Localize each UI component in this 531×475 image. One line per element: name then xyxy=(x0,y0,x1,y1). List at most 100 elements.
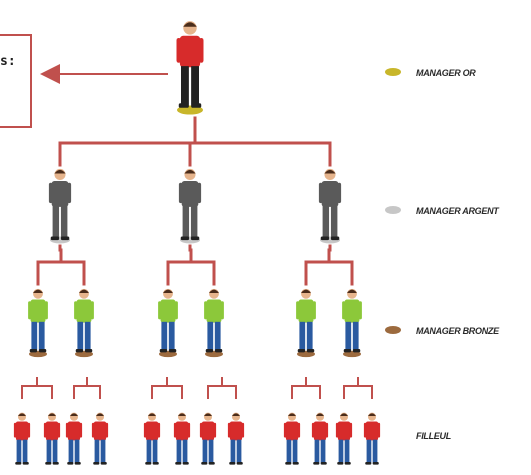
person-leg xyxy=(181,66,189,105)
person-torso xyxy=(175,421,189,441)
person-leg xyxy=(16,439,22,463)
person-torso xyxy=(344,299,360,323)
person-arm xyxy=(67,182,72,204)
person-shoe xyxy=(190,236,200,241)
person-leg xyxy=(330,205,338,238)
person-torso xyxy=(145,421,159,441)
person-torso xyxy=(67,421,81,441)
person-leg xyxy=(31,321,38,350)
callout-box xyxy=(0,34,32,128)
legend-swatch-silver xyxy=(385,206,401,214)
person-leg xyxy=(207,321,214,350)
person-hair xyxy=(47,413,57,417)
person-hair xyxy=(324,169,336,174)
person-shoe xyxy=(343,349,352,353)
person-torso xyxy=(45,421,59,441)
person-arm xyxy=(174,301,178,320)
person-shoe xyxy=(352,349,361,353)
filleul-figure xyxy=(283,412,301,465)
person-leg xyxy=(202,439,208,463)
person-leg xyxy=(191,66,199,105)
person-arm xyxy=(204,301,208,320)
legend-label-bronze: MANAGER BRONZE xyxy=(416,326,499,336)
person-shoe xyxy=(182,461,189,465)
person-torso xyxy=(76,299,92,323)
person-shoe xyxy=(285,461,292,465)
legend-label-filleul: FILLEUL xyxy=(416,431,451,441)
person-torso xyxy=(337,421,351,441)
person-torso xyxy=(93,421,107,441)
person-torso xyxy=(30,299,46,323)
person-leg xyxy=(60,205,68,238)
person-shoe xyxy=(191,103,202,108)
filleul-figure xyxy=(65,412,83,465)
person-leg xyxy=(182,439,188,463)
person-leg xyxy=(84,321,91,350)
filleul-figure xyxy=(143,412,161,465)
person-arm xyxy=(44,301,48,320)
person-arm xyxy=(74,301,78,320)
legend-swatches xyxy=(385,68,401,334)
person-leg xyxy=(46,439,52,463)
person-hair xyxy=(183,22,197,27)
person-arm xyxy=(213,422,217,438)
person-arm xyxy=(227,422,231,438)
person-torso xyxy=(15,421,29,441)
filleul-figure xyxy=(13,412,31,465)
person-arm xyxy=(27,422,31,438)
person-arm xyxy=(43,422,47,438)
filleul-figure xyxy=(363,412,381,465)
person-arm xyxy=(173,422,177,438)
connector-lines xyxy=(21,116,373,399)
person-arm xyxy=(363,422,367,438)
person-shoe xyxy=(208,461,215,465)
person-shoe xyxy=(365,461,372,465)
bronze-manager-figure xyxy=(204,288,224,353)
legend-swatch-bronze xyxy=(385,326,401,334)
person-leg xyxy=(230,439,236,463)
person-shoe xyxy=(313,461,320,465)
person-shoe xyxy=(52,461,59,465)
person-shoe xyxy=(372,461,379,465)
person-arm xyxy=(296,301,300,320)
person-leg xyxy=(176,439,182,463)
person-arm xyxy=(105,422,109,438)
legend-label-gold: MANAGER OR xyxy=(416,68,476,78)
person-torso xyxy=(229,421,243,441)
person-hair xyxy=(347,289,357,293)
person-arm xyxy=(176,38,181,63)
person-torso xyxy=(313,421,327,441)
person-hair xyxy=(17,413,27,417)
filleul-figure xyxy=(311,412,329,465)
person-arm xyxy=(325,422,329,438)
person-hair xyxy=(231,413,241,417)
person-shoe xyxy=(178,103,189,108)
person-shoe xyxy=(15,461,22,465)
person-shoe xyxy=(50,236,60,241)
person-leg xyxy=(208,439,214,463)
silver-manager-figure xyxy=(48,168,72,241)
person-arm xyxy=(220,301,224,320)
person-shoe xyxy=(75,349,84,353)
ground-disc xyxy=(205,350,223,358)
person-arm xyxy=(337,182,342,204)
filleul-figure xyxy=(227,412,245,465)
person-leg xyxy=(190,205,198,238)
person-arm xyxy=(13,422,17,438)
person-hair xyxy=(147,413,157,417)
person-torso xyxy=(51,180,69,207)
ground-disc xyxy=(29,350,47,358)
person-hair xyxy=(287,413,297,417)
person-leg xyxy=(74,439,80,463)
person-leg xyxy=(168,321,175,350)
legend-label-silver: MANAGER ARGENT xyxy=(416,206,499,216)
person-leg xyxy=(338,439,344,463)
person-hair xyxy=(184,169,196,174)
bronze-manager-figure xyxy=(74,288,94,353)
person-leg xyxy=(345,321,352,350)
filleul-figure xyxy=(43,412,61,465)
people-figures xyxy=(13,21,381,465)
person-shoe xyxy=(145,461,152,465)
person-shoe xyxy=(100,461,107,465)
bronze-manager-figure xyxy=(342,288,362,353)
